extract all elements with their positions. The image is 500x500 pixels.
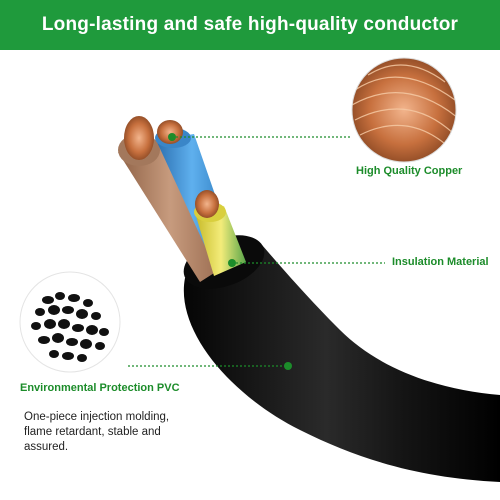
product-scene: High Quality Copper Insulation Material … [0,50,500,500]
pvc-description-line: assured. [24,441,69,453]
callout-lines [128,136,385,367]
brown-wire [118,116,222,282]
banner-title: Long-lasting and safe high-quality condu… [41,14,459,35]
pvc-description-line: One-piece injection molding, [24,411,170,423]
insulation-label: Insulation Material [392,256,489,268]
title-banner: Long-lasting and safe high-quality condu… [0,0,500,50]
pvc-pellets-icon [19,271,121,373]
pvc-description-line: flame retardant, stable and [24,426,161,438]
copper-strands-icon [351,57,457,163]
pvc-description: One-piece injection molding, flame retar… [24,410,214,455]
cable-illustration [19,57,500,482]
pvc-label: Environmental Protection PVC [20,382,180,394]
copper-label: High Quality Copper [356,165,463,177]
yellow-green-wire [194,190,246,276]
callout-dots [168,133,292,370]
